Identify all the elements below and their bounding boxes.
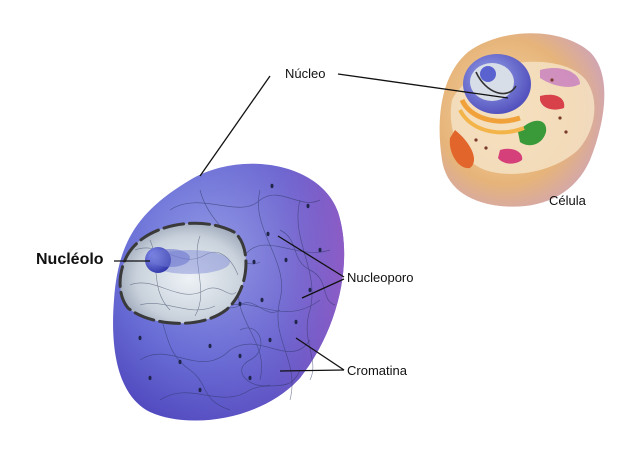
label-nucleoporo: Nucleoporo <box>347 270 414 285</box>
leader-nucleo-cell <box>337 73 509 99</box>
nucleolus <box>145 247 230 274</box>
cell-nucleus-small <box>463 54 531 114</box>
leader-nucleoporo-b <box>301 278 345 299</box>
leader-lines <box>114 73 509 372</box>
large-nucleus-illustration <box>113 163 345 421</box>
label-cromatina: Cromatina <box>347 363 407 378</box>
nuclear-envelope-cut <box>118 221 248 325</box>
leader-nucleo-large <box>199 75 271 177</box>
whole-cell-illustration <box>439 33 605 207</box>
label-nucleo: Núcleo <box>285 66 326 81</box>
label-nucleolo: Nucléolo <box>36 251 104 268</box>
label-celula: Célula <box>549 193 586 208</box>
leader-nucleoporo-a <box>277 235 345 278</box>
leader-cromatina-b <box>295 337 345 371</box>
nuclear-pores <box>138 183 322 393</box>
leader-cromatina-a <box>279 369 345 372</box>
